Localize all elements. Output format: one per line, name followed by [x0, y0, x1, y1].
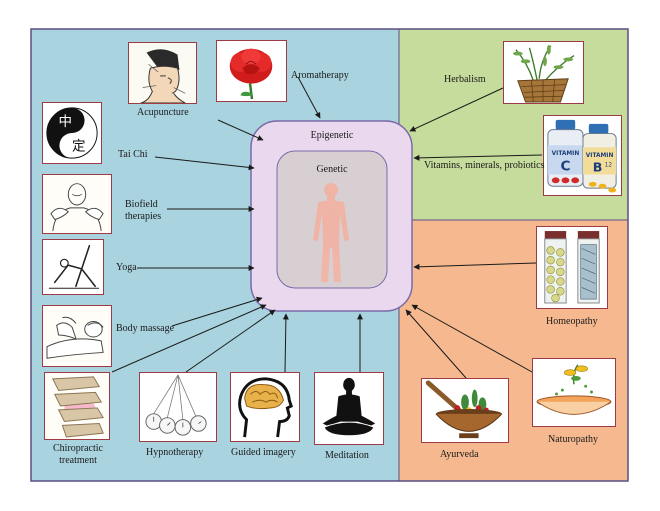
acupuncture-image [128, 42, 197, 104]
body-massage-image [42, 305, 112, 367]
arrow-hypnotherapy [185, 309, 276, 373]
chiropractic-image [44, 372, 110, 440]
arrow-vitamins [413, 154, 543, 161]
vitamin-b-label-word: VITAMIN [586, 153, 614, 159]
brain-head-icon [231, 373, 299, 441]
guided-imagery-image [230, 372, 300, 442]
yoga-pose-icon [43, 240, 103, 294]
arrow-naturopathy [411, 304, 533, 373]
arrow-herbalism [409, 87, 504, 132]
biofield-therapies-image [42, 174, 112, 234]
hypnotherapy-image [139, 372, 217, 442]
herb-basket-icon [504, 42, 583, 103]
aromatherapy-label: Aromatherapy [291, 70, 349, 81]
meditation-label: Meditation [325, 450, 369, 461]
vitamins-image: VITAMIN C VITAMIN B 12 [543, 115, 622, 196]
hypnotherapy-label: Hypnotherapy [146, 447, 204, 458]
chiropractic-label: Chiropractic treatment [40, 443, 116, 467]
ayurveda-label: Ayurveda [440, 449, 479, 460]
arrow-aromatherapy [297, 76, 321, 119]
acupuncture-label: Acupuncture [137, 107, 189, 118]
body-massage-label: Body massage [116, 323, 175, 334]
vitamin-b-letter: B [593, 160, 603, 175]
vitamin-b-subscript: 12 [605, 163, 613, 169]
human-body-icon [313, 183, 349, 282]
homeopathy-label: Homeopathy [546, 316, 598, 327]
yin-yang-bottom-glyph: 定 [72, 138, 86, 154]
homeopathy-image [536, 226, 608, 309]
vitamin-c-letter: C [560, 159, 570, 175]
biofield-label-line-1: Biofield [125, 199, 158, 210]
yoga-label: Yoga [116, 262, 137, 273]
arrow-homeopathy [413, 262, 537, 270]
arrow-tai-chi [154, 156, 255, 171]
yin-yang-icon: 中 定 [43, 103, 101, 163]
chiropractic-label-line-1: Chiropractic [53, 443, 103, 454]
pocket-watch-icon [140, 373, 216, 441]
guided-imagery-label: Guided imagery [231, 447, 296, 458]
naturopathy-label: Naturopathy [548, 434, 598, 445]
tai-chi-image: 中 定 [42, 102, 102, 164]
yoga-image [42, 239, 104, 295]
arrow-chiropractic [111, 304, 267, 373]
vitamin-c-label-word: VITAMIN [552, 151, 580, 157]
arrow-ayurveda [405, 309, 467, 379]
genetic-label: Genetic [316, 164, 348, 175]
massage-icon [43, 306, 111, 366]
yin-yang-top-glyph: 中 [58, 114, 72, 130]
vitamin-bottles-icon: VITAMIN C VITAMIN B 12 [544, 116, 621, 195]
epigenetic-label: Epigenetic [310, 130, 354, 141]
biofield-label-line-2: therapies [125, 211, 162, 222]
acupuncture-face-icon [129, 43, 196, 103]
outer-frame [30, 28, 629, 482]
herbalism-label: Herbalism [444, 74, 486, 85]
ayurveda-image [421, 378, 509, 443]
biofield-therapies-label: Biofield therapies [125, 199, 161, 223]
aromatherapy-image [216, 40, 287, 102]
rose-icon [217, 41, 286, 101]
naturopathy-image [532, 358, 616, 427]
arrow-body-massage [171, 296, 263, 327]
meditation-image [314, 372, 384, 445]
arrow-guided-imagery [282, 313, 289, 373]
pill-tubes-icon [537, 227, 607, 308]
mortar-pestle-icon [422, 379, 508, 442]
tai-chi-label: Tai Chi [118, 149, 148, 160]
biofield-hands-icon [43, 175, 111, 233]
herbalism-image [503, 41, 584, 104]
spine-icon [45, 373, 109, 439]
vitamins-label: Vitamins, minerals, probiotics [424, 160, 545, 171]
arrow-acupuncture [217, 119, 264, 141]
chiropractic-label-line-2: treatment [59, 455, 97, 466]
meditation-silhouette-icon [315, 373, 383, 444]
herb-bowl-icon [533, 359, 615, 426]
